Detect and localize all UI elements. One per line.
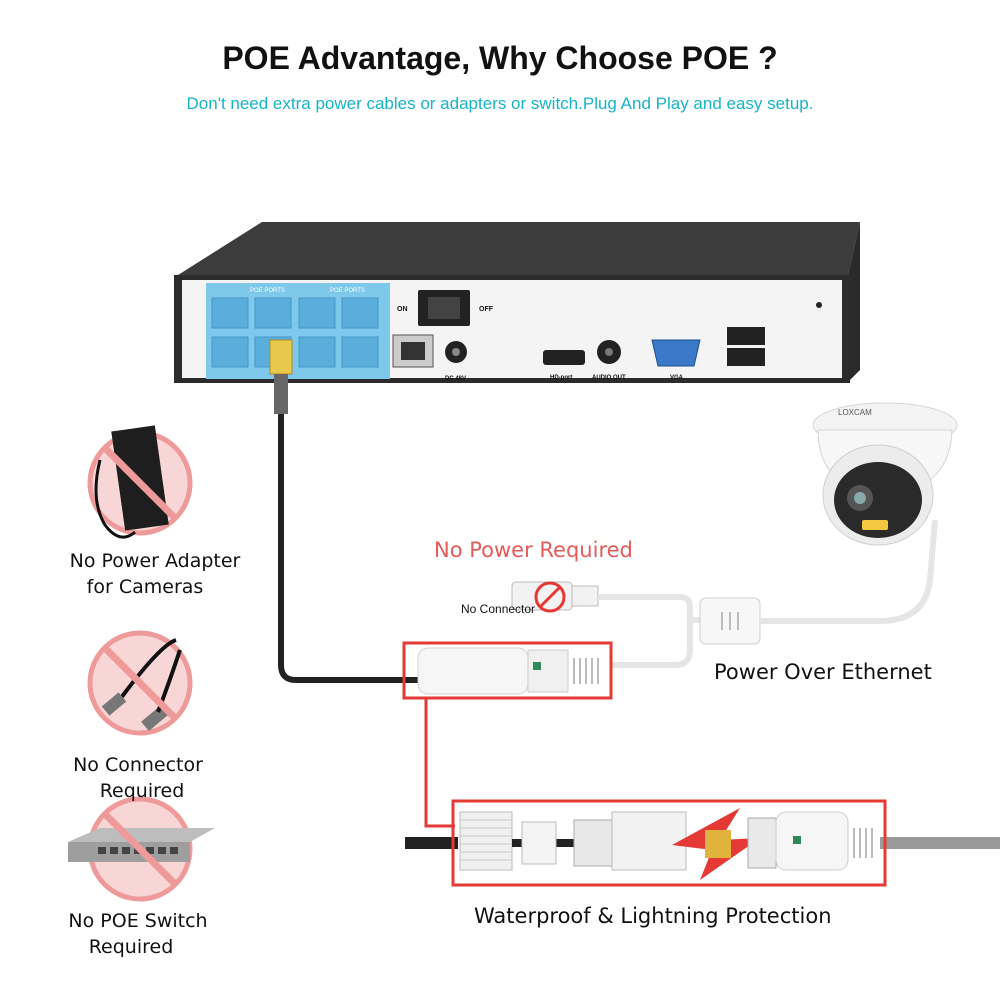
no-poe-switch-line2: Required — [88, 935, 174, 958]
ethernet-cable — [269, 339, 420, 683]
no-connector-line1: No Connector — [73, 754, 203, 776]
camera-cable — [690, 519, 938, 645]
no-power-adapter-label: No Power Adapter for Cameras — [55, 549, 255, 600]
off-label: OFF — [479, 306, 494, 313]
hd-port-label: HD-port — [550, 375, 572, 381]
page-title: POE Advantage, Why Choose POE ? — [222, 40, 778, 76]
no-power-adapter-line1: No Power Adapter — [69, 550, 241, 572]
poe-connector-box — [402, 641, 613, 700]
no-power-adapter-line2: for Cameras — [86, 575, 204, 598]
poe-switch-icon — [68, 796, 215, 902]
dc-label: DC 48V — [445, 376, 466, 382]
no-poe-switch-label: No POE Switch Required — [38, 909, 238, 960]
power-over-ethernet-label: Power Over Ethernet — [714, 660, 932, 684]
dome-camera: LOXCAM — [812, 402, 958, 546]
dc-connector-struck — [511, 581, 693, 668]
page-subtitle: Don't need extra power cables or adapter… — [186, 94, 814, 113]
poe-ports-label-2: POE PORTS — [330, 288, 365, 294]
callout-line — [424, 698, 455, 828]
camera-brand: LOXCAM — [838, 408, 872, 417]
power-adapter-icon — [87, 425, 193, 539]
audio-out-label: AUDIO OUT — [592, 375, 626, 381]
nvr-recorder: POE PORTS POE PORTS ON OFF DC 48V HD-por… — [174, 222, 860, 383]
bnc-cable-icon — [87, 630, 193, 736]
poe-ports-label: POE PORTS — [250, 288, 285, 294]
no-connector-label: No Connector Required — [38, 753, 238, 804]
no-connector-callout: No Connector — [461, 602, 536, 616]
vga-label: VGA — [670, 375, 684, 381]
hdmi-port — [543, 350, 585, 365]
no-power-required-label: No Power Required — [434, 538, 633, 562]
waterproof-box — [405, 799, 1000, 887]
waterproof-label: Waterproof & Lightning Protection — [474, 904, 832, 928]
usb-port-1 — [727, 327, 765, 345]
no-connector-line2: Required — [99, 779, 185, 802]
on-label: ON — [397, 306, 408, 313]
usb-port-2 — [727, 348, 765, 366]
vga-port — [651, 339, 701, 367]
no-poe-switch-line1: No POE Switch — [68, 910, 208, 932]
